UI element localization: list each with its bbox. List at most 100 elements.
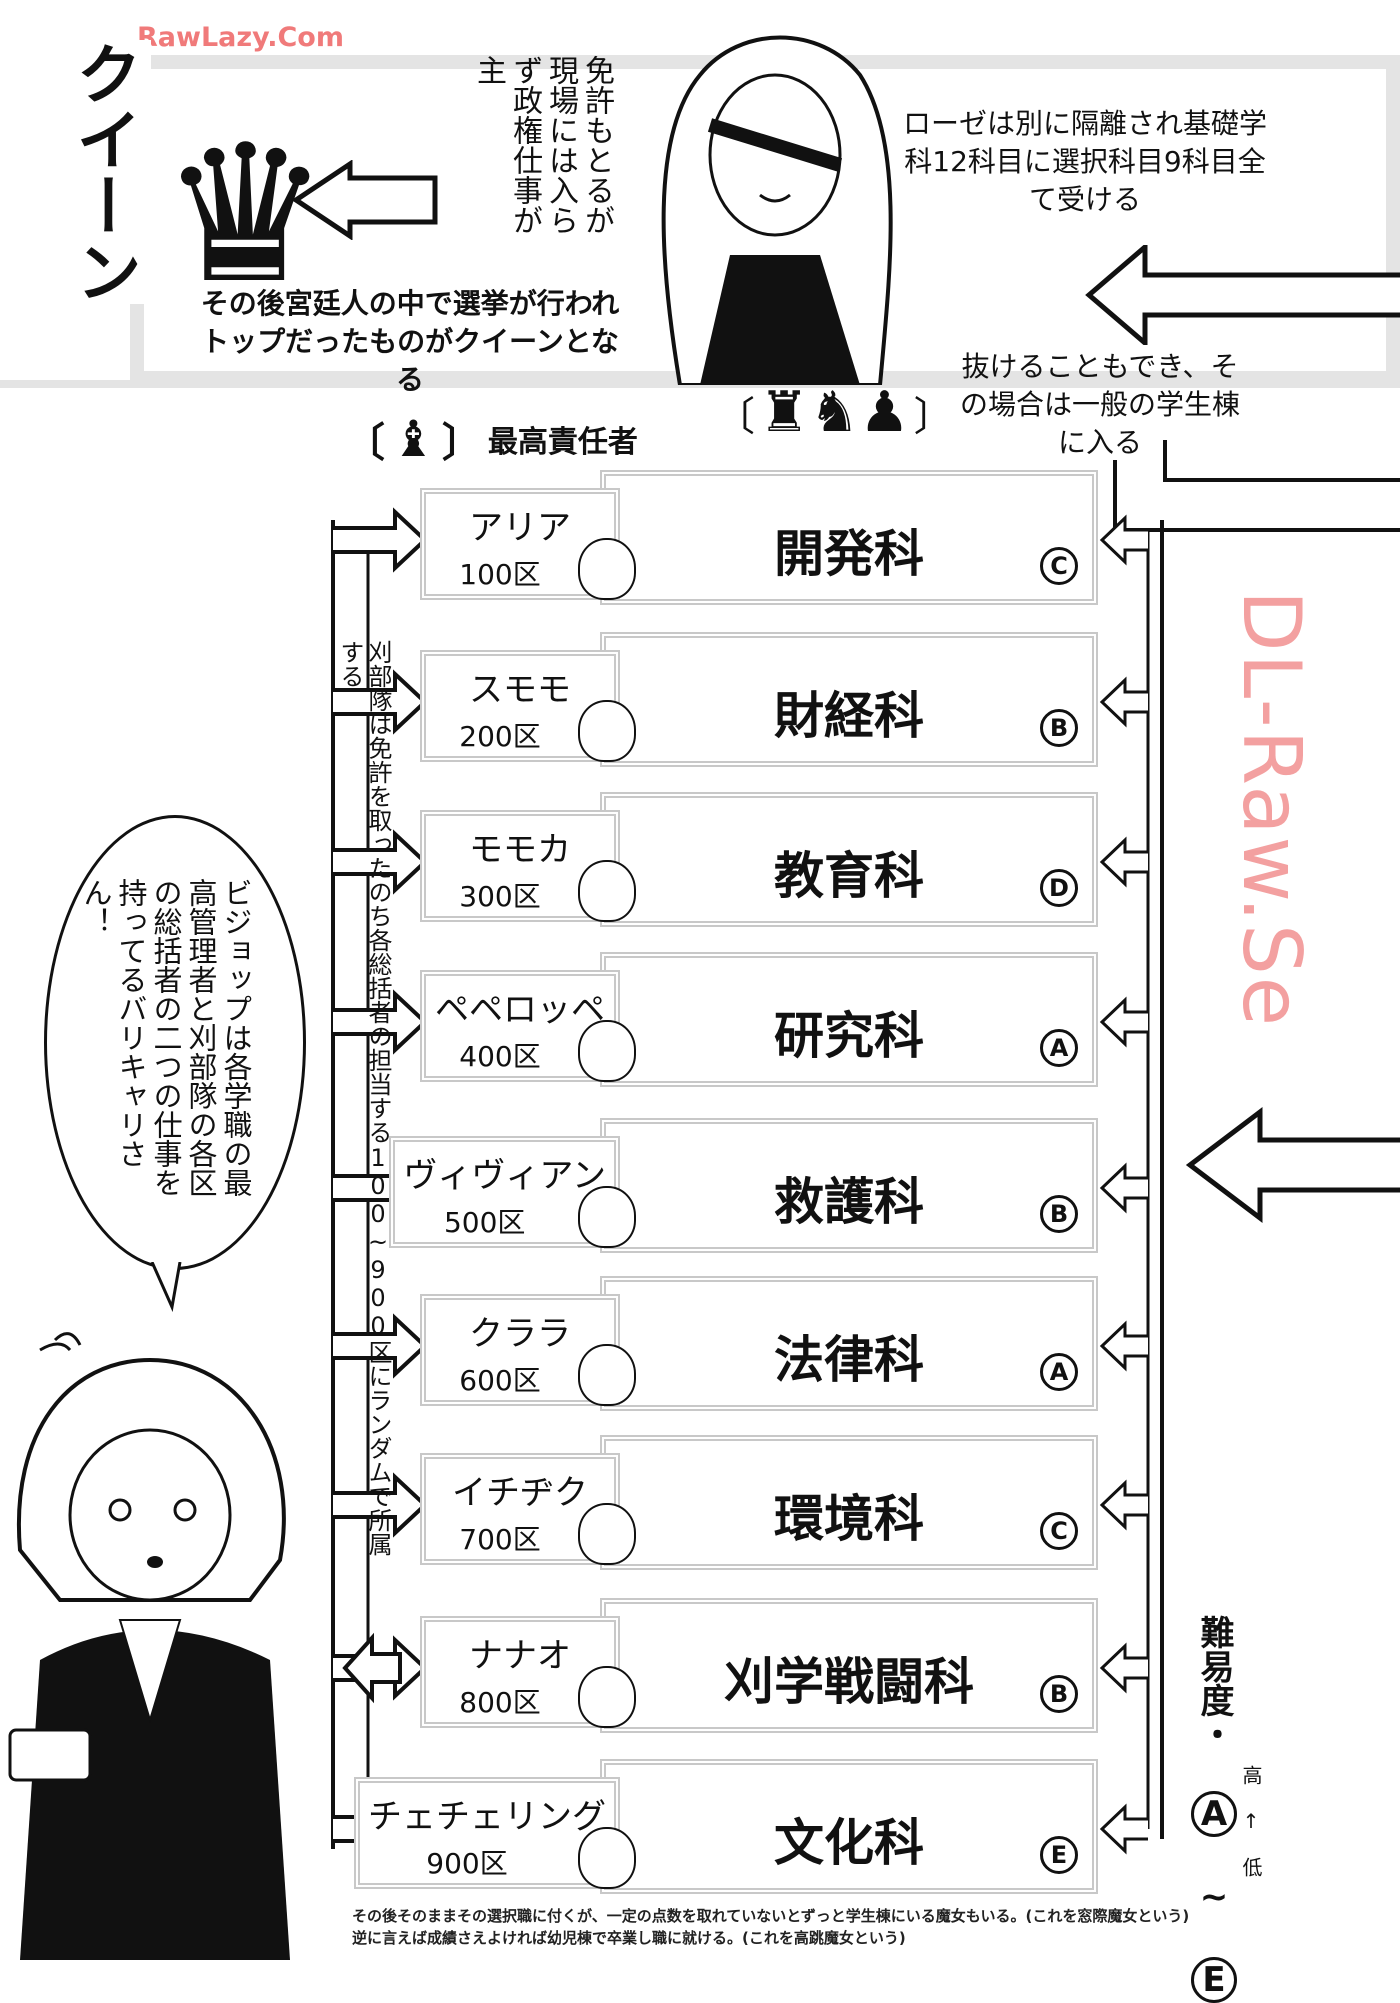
leader-portrait-icon [578,700,636,762]
leader-name: クララ [469,1314,571,1354]
difficulty-grade-badge: B [1040,1195,1078,1233]
left-arrow-icon [1099,1642,1148,1694]
difficulty-high: 高 [1239,1765,1263,1785]
difficulty-tilde: ~ [1194,1877,1234,1917]
leader-portrait-icon [578,1503,636,1565]
left-arrow-icon [1099,996,1148,1048]
footnote-line: 逆に言えば成績さえよければ幼児棟で卒業し職に就ける。(これを高跳魔女という) [352,1929,906,1947]
leader-name: ナナオ [469,1636,571,1676]
difficulty-grade-badge: B [1040,709,1078,747]
rose-note: ローゼは別に隔離され基礎学科12科目に選択科目9科目全て受ける [902,107,1267,216]
leader-box: ヴィヴィアン 500区 [389,1136,620,1248]
department-row: 財経科 B スモモ 200区 [0,632,1400,772]
department-row: 刈学戦闘科 B ナナオ 800区 [0,1598,1400,1738]
up-arrow-icon: ↑ [1239,1809,1263,1833]
vertical-note: 刈部隊は免許を取ったのち各総括者の担当する100~900区にランダムで所属する [336,640,392,1556]
queen-title: クイーン [55,40,151,304]
department-name: 研究科 [774,1007,924,1065]
department-box: 財経科 B [600,632,1098,767]
footnote: その後そのままその選択職に付くが、一定の点数を取れていないとずっと学生棟にいる魔… [352,1905,1189,1949]
left-arrow-icon [1099,676,1148,728]
difficulty-grade-badge: C [1040,547,1078,585]
speech-bubble-text: ビジョップは各学職の最高管理者と刈部隊の各区の総括者の二つの仕事を持ってるバリキ… [79,878,253,1197]
exit-connector-line [1163,440,1400,482]
bracket-open: 〔 [345,420,385,466]
speech-bubble: ビジョップは各学職の最高管理者と刈部隊の各区の総括者の二つの仕事を持ってるバリキ… [44,815,306,1270]
rook-knight-pawn-label: 〔 ♜♞♟ 〕 [715,380,954,445]
department-row: 文化科 E チェチェリング 900区 [0,1759,1400,1899]
department-name: 財経科 [774,687,924,745]
bracket-open: 〔 [715,393,755,440]
district-label: 200区 [459,720,541,753]
leader-name: スモモ [469,670,571,710]
leader-name: イチヂク [452,1473,588,1513]
double-arrow-icon [342,1632,402,1704]
district-label: 100区 [459,558,541,591]
district-label: 300区 [459,880,541,913]
leader-portrait-icon [578,1666,636,1728]
bishop-label: 〔 ♝ 〕 最高責任者 [345,410,638,468]
department-box: 法律科 A [600,1276,1098,1411]
left-arrow-icon [1099,1320,1148,1372]
rook-knight-pawn-icons: ♜♞♟ [759,380,910,445]
department-name: 文化科 [774,1814,924,1872]
district-label: 400区 [459,1040,541,1073]
big-left-arrow-icon [1085,245,1400,345]
left-arrow-icon [1099,1479,1148,1531]
queen-chess-piece-icon: ♛ [160,104,331,325]
department-row: 救護科 B ヴィヴィアン 500区 [0,1118,1400,1258]
left-arrow-icon [1099,1803,1148,1855]
leader-name: チェチェリング [368,1797,606,1837]
queen-duty-note: 免許もとるが現場には入らず政権仕事が主 [471,55,614,235]
district-label: 500区 [443,1206,526,1239]
difficulty-grade-badge: A [1040,1353,1078,1391]
leader-name: ヴィヴィアン [403,1156,606,1196]
leader-portrait-icon [578,1186,636,1248]
department-box: 文化科 E [600,1759,1098,1894]
difficulty-scale: 難易度・ A ~ E [1191,1615,1237,2003]
grade-badge-low: E [1191,1957,1237,2003]
difficulty-grade-badge: E [1040,1836,1078,1874]
department-name: 環境科 [774,1490,924,1548]
watermark: DL-Raw.Se [1225,590,1318,1028]
leader-portrait-icon [578,1827,636,1889]
leader-name: モモカ [469,830,571,870]
department-row: 環境科 C イチヂク 700区 [0,1435,1400,1575]
department-box: 刈学戦闘科 B [600,1598,1098,1733]
department-row: 開発科 C アリア 100区 [0,470,1400,610]
district-label: 700区 [459,1523,541,1556]
left-arrow-icon [1099,514,1148,566]
district-label: 800区 [459,1686,541,1719]
difficulty-grade-badge: D [1040,869,1078,907]
department-name: 法律科 [774,1331,924,1389]
department-box: 教育科 D [600,792,1098,927]
department-box: 救護科 B [600,1118,1098,1253]
department-name: 開発科 [774,525,924,583]
character-illustration-girl [8,1332,290,1960]
big-left-arrow-icon [1185,1106,1400,1224]
grade-badge-high: A [1191,1791,1237,1837]
left-arrow-icon [1099,1162,1148,1214]
leader-portrait-icon [578,860,636,922]
leader-name: ペペロッペ [435,990,605,1030]
department-box: 開発科 C [600,470,1098,605]
department-row: 法律科 A クララ 600区 [0,1276,1400,1416]
leader-portrait-icon [578,538,636,600]
left-arrow-icon [1099,836,1148,888]
watermark: RawLazy.Com [137,22,344,53]
department-row: 教育科 D モモカ 300区 [0,792,1400,932]
department-name: 教育科 [774,847,924,905]
election-note: その後宮廷人の中で選挙が行われトップだったものがクイーンとなる [200,287,620,396]
difficulty-label: 難易度・ [1194,1615,1234,1751]
left-arrow-icon [291,160,438,240]
difficulty-legend: 難易度・ A ~ E 高 ↑ 低 [1191,1615,1400,2003]
bracket-close: 〕 [441,420,482,466]
footnote-line: その後そのままその選択職に付くが、一定の点数を取れていないとずっと学生棟にいる魔… [352,1907,1190,1925]
difficulty-grade-badge: A [1040,1029,1078,1067]
difficulty-low: 低 [1239,1857,1263,1877]
speech-bubble-tail [150,1262,182,1312]
department-box: 研究科 A [600,952,1098,1087]
leader-box: チェチェリング 900区 [354,1777,620,1889]
leader-box: クララ 600区 [420,1294,620,1406]
difficulty-grade-badge: B [1040,1675,1078,1713]
